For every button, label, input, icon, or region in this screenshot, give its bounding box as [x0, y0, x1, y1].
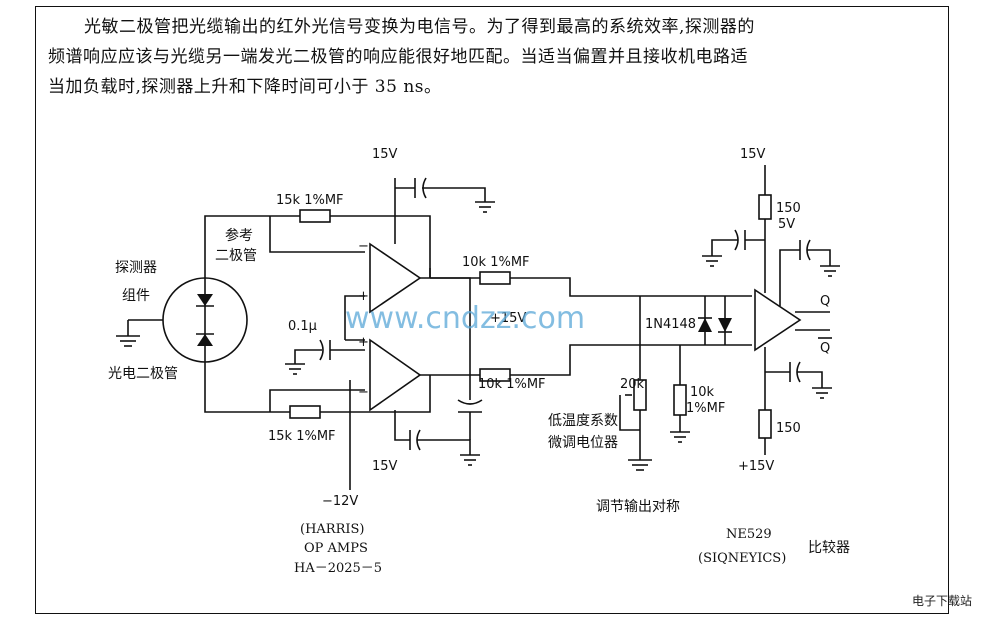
label-detector-2: 组件 [122, 288, 150, 304]
label-q: Q [820, 294, 830, 309]
label-ne529-1: NE529 [726, 527, 772, 542]
label-ref-diode-1: 参考 [225, 227, 253, 244]
label-v-neg12: −12V [322, 494, 358, 509]
label-v15-bottom-right: +15V [738, 459, 774, 474]
description-line-3: 当加负载时,探测器上升和下降时间可小于 35 ns。 [48, 77, 442, 97]
label-diode: 1N4148 [645, 317, 696, 332]
label-cap-01: 0.1μ [288, 319, 317, 334]
label-v15-top-left: 15V [372, 147, 398, 162]
description-line-1: 光敏二极管把光缆输出的红外光信号变换为电信号。为了得到最高的系统效率,探测器的 [84, 17, 755, 37]
label-pot-desc-1: 低温度系数 [548, 413, 618, 429]
label-r-out-top: 10k 1%MF [462, 255, 530, 270]
diagram-frame [35, 6, 949, 614]
label-photodiode: 光电二极管 [108, 366, 178, 382]
label-r10k-a: 10k [690, 385, 715, 400]
description-text: 光敏二极管把光缆输出的红外光信号变换为电信号。为了得到最高的系统效率,探测器的 … [48, 12, 928, 102]
label-r150-top: 150 [776, 201, 801, 216]
label-pot-value: 20k [620, 377, 645, 392]
watermark: www.cndzz.com [345, 301, 585, 336]
diode-pair [698, 296, 732, 345]
description-line-2: 频谱响应应该与光缆另一端发光二极管的响应能很好地匹配。当适当偏置并且接收机电路适 [48, 47, 748, 67]
label-v5: 5V [778, 217, 795, 232]
label-ne529-2: (SIQNEYICS) [698, 551, 786, 566]
label-harris-1: (HARRIS) [300, 522, 365, 537]
label-r-feedback-bottom: 15k 1%MF [268, 429, 336, 444]
label-r10k-b: 1%MF [686, 401, 725, 416]
label-r150-bottom: 150 [776, 421, 801, 436]
label-v15-mid: +15V [490, 311, 526, 326]
comparator-ne529 [754, 288, 802, 352]
opamp-bottom: + − [358, 335, 422, 412]
label-harris-3: HA－2025－5 [294, 561, 382, 576]
svg-text:+: + [358, 335, 369, 350]
detector-assembly [116, 277, 248, 363]
label-detector-1: 探测器 [115, 260, 157, 276]
label-harris-2: OP AMPS [304, 541, 368, 556]
svg-text:−: − [358, 239, 369, 254]
label-comparator: 比较器 [808, 540, 850, 556]
label-v15-top-right: 15V [740, 147, 766, 162]
site-logo: 电子下载站 [912, 594, 973, 608]
label-r-out-bottom: 10k 1%MF [478, 377, 546, 392]
label-v15-bottom-left: 15V [372, 459, 398, 474]
label-output-sym: 调节输出对称 [596, 499, 680, 515]
label-ref-diode-2: 二极管 [215, 248, 257, 264]
svg-text:−: − [358, 385, 369, 400]
label-q-bar: Q [820, 341, 830, 356]
label-r-feedback-top: 15k 1%MF [276, 193, 344, 208]
label-pot-desc-2: 微调电位器 [548, 435, 618, 451]
